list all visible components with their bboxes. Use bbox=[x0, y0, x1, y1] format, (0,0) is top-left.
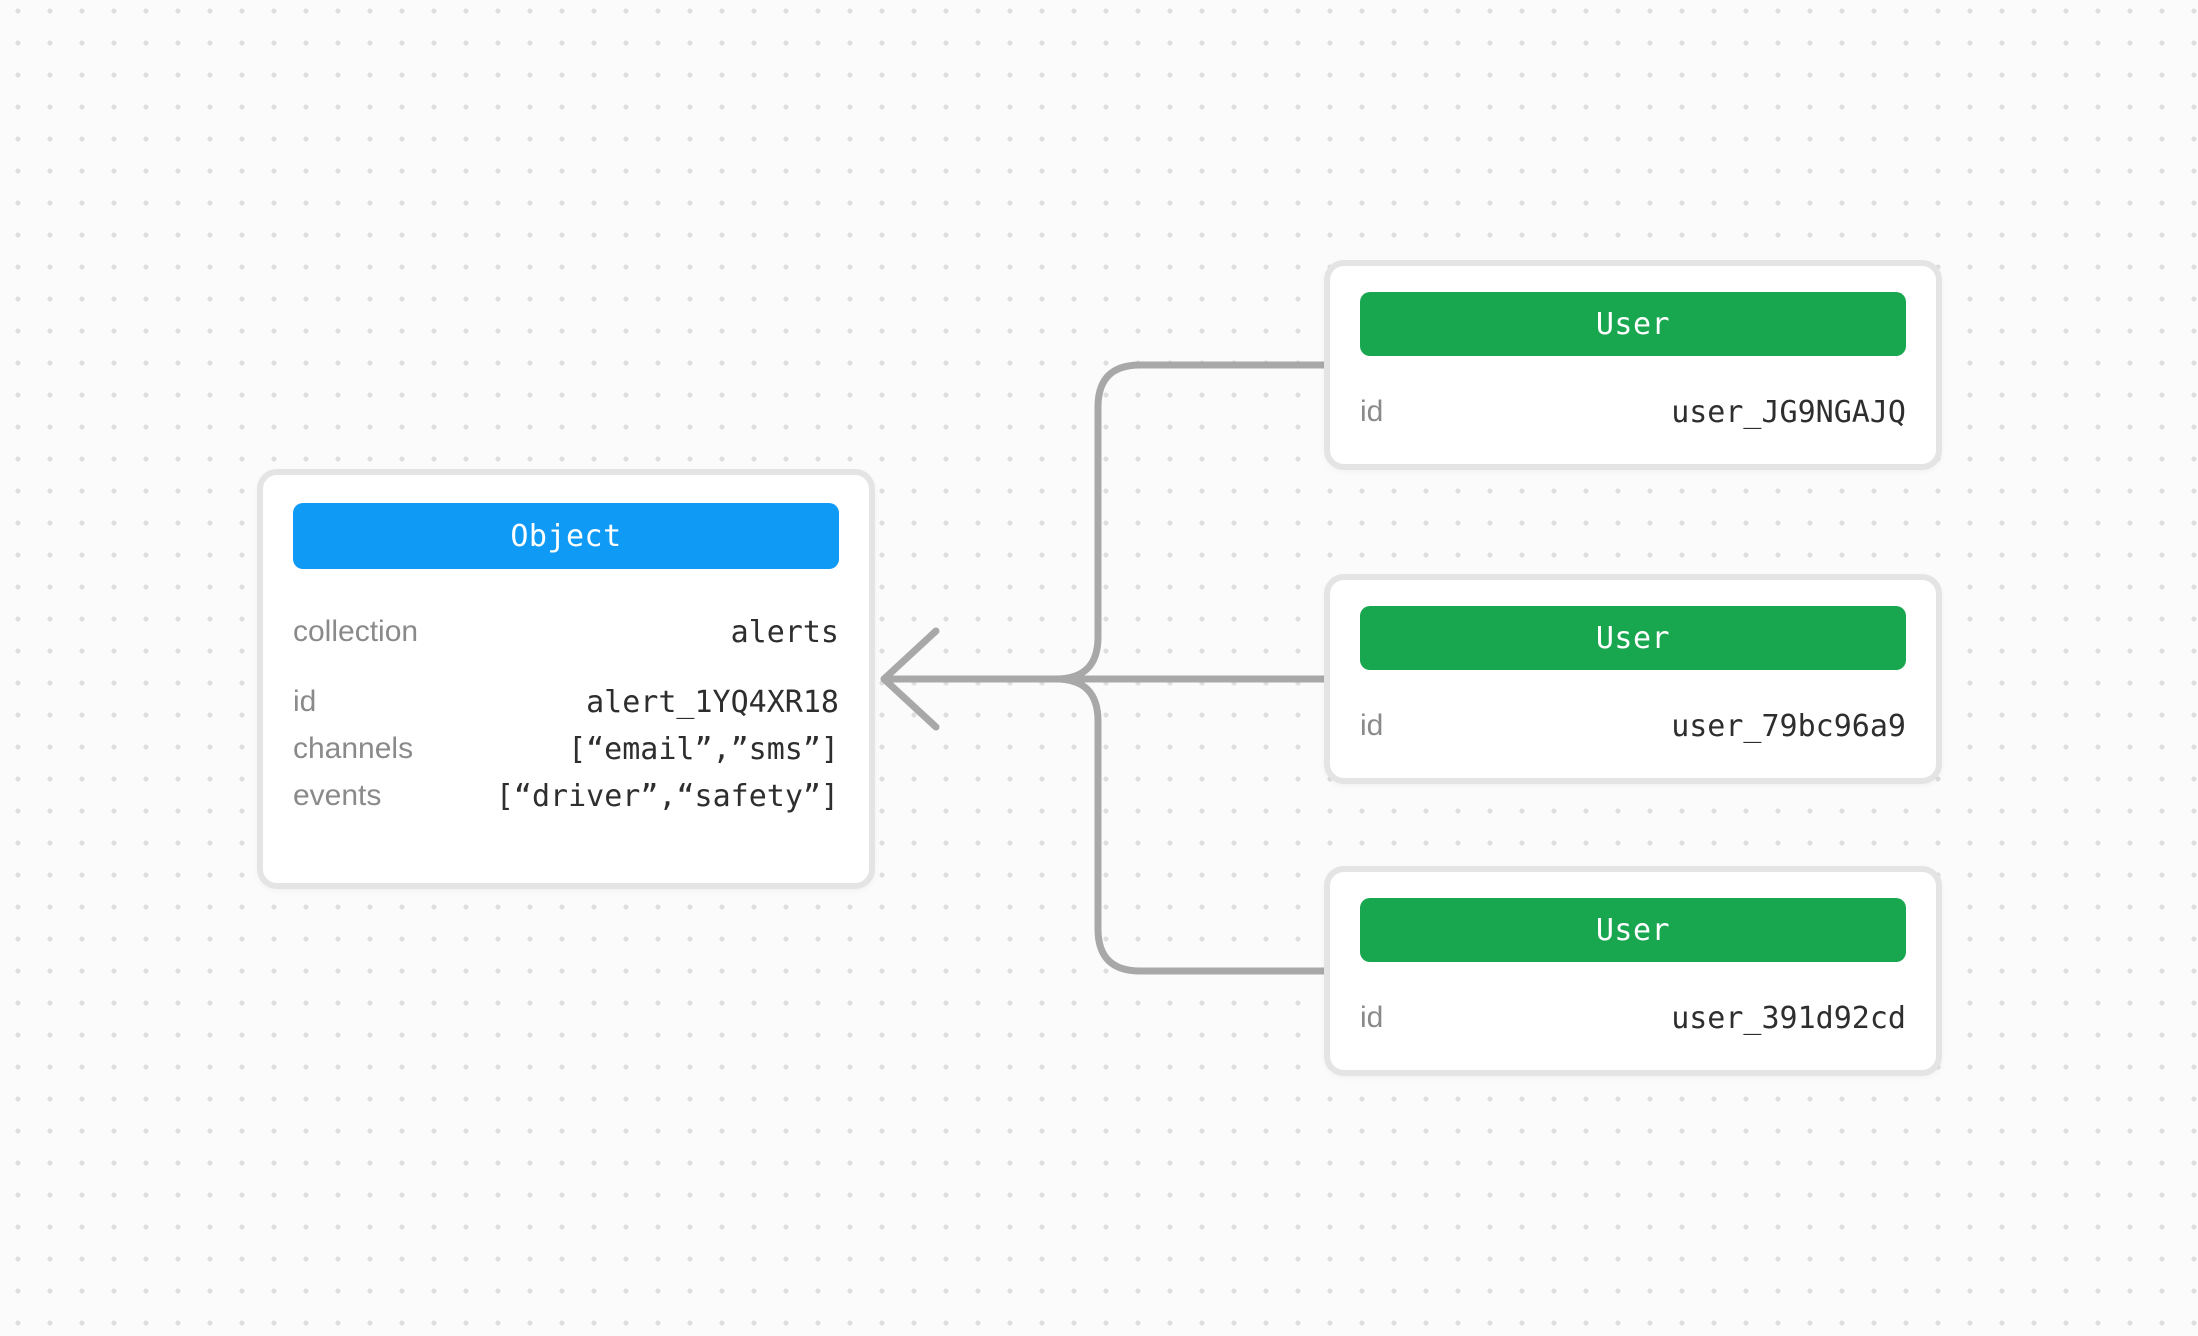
field-row-id: id user_JG9NGAJQ bbox=[1360, 392, 1906, 432]
field-label: channels bbox=[293, 732, 414, 765]
field-label: id bbox=[293, 685, 317, 718]
field-row-id: id alert_1YQ4XR18 bbox=[293, 682, 839, 722]
field-label: id bbox=[1360, 1001, 1384, 1034]
object-node-header: Object bbox=[293, 503, 839, 569]
field-row-collection: collection alerts bbox=[293, 612, 839, 652]
user-node-3[interactable]: User id user_391d92cd bbox=[1324, 866, 1942, 1076]
arrow-head-icon bbox=[880, 627, 940, 731]
user-node-header: User bbox=[1360, 606, 1906, 670]
field-label: events bbox=[293, 779, 382, 812]
field-value: alerts bbox=[730, 614, 839, 650]
field-label: id bbox=[1360, 709, 1384, 742]
user-node-2[interactable]: User id user_79bc96a9 bbox=[1324, 574, 1942, 784]
field-value: alert_1YQ4XR18 bbox=[586, 684, 839, 720]
field-value: user_391d92cd bbox=[1671, 1000, 1906, 1036]
object-node-title: Object bbox=[510, 518, 622, 554]
user-node-title: User bbox=[1595, 620, 1671, 656]
user-node-title: User bbox=[1595, 306, 1671, 342]
field-value: user_JG9NGAJQ bbox=[1671, 394, 1906, 430]
field-row-id: id user_79bc96a9 bbox=[1360, 706, 1906, 746]
field-value: user_79bc96a9 bbox=[1671, 708, 1906, 744]
field-value: [“email”,”sms”] bbox=[568, 731, 839, 767]
edge-user1-to-object bbox=[886, 361, 1334, 683]
field-row-id: id user_391d92cd bbox=[1360, 998, 1906, 1038]
field-label: collection bbox=[293, 615, 419, 648]
field-row-channels: channels [“email”,”sms”] bbox=[293, 729, 839, 769]
field-label: id bbox=[1360, 395, 1384, 428]
user-node-header: User bbox=[1360, 898, 1906, 962]
user-node-title: User bbox=[1595, 912, 1671, 948]
user-node-1[interactable]: User id user_JG9NGAJQ bbox=[1324, 260, 1942, 470]
field-value: [“driver”,“safety”] bbox=[495, 778, 839, 814]
edge-user3-to-object bbox=[886, 675, 1334, 975]
field-row-events: events [“driver”,“safety”] bbox=[293, 776, 839, 816]
object-node[interactable]: Object collection alerts id alert_1YQ4XR… bbox=[257, 469, 875, 889]
user-node-header: User bbox=[1360, 292, 1906, 356]
